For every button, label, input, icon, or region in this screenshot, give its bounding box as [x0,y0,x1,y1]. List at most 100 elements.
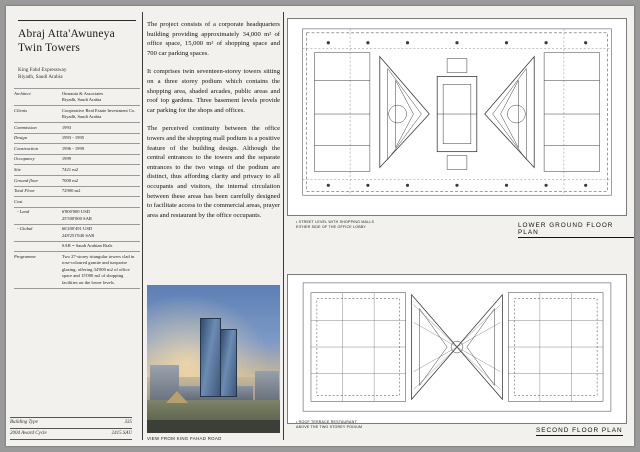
fact-key: Construction [14,143,62,155]
fact-value: 1996 - 1999 [61,143,140,155]
second-plan-note-line-2: ABOVE THE TWO STOREY PODIUM [296,425,363,429]
fact-key: Total Floor [14,185,62,197]
second-plan-note-line-1: • ROOF TERRACE RESTAURANT [296,420,357,424]
lower-ground-floor-plan-title: LOWER GROUND FLOOR PLAN [518,222,634,238]
photo-tower-two [220,329,238,398]
photo-building-right [254,370,279,401]
fact-value-line: Two 27-storey triangular towers clad in … [61,253,135,285]
project-title-line1: Abraj Atta'Awuneya [18,28,115,40]
fact-value-line: 72900 m2 [61,188,81,194]
photo-road [147,419,280,433]
fact-value-line: Cooperative Real Estate Investment Co. [61,107,136,113]
fact-key: Programme [14,251,62,289]
fact-value-line: Riyadh, Saudi Arabia [61,97,102,102]
second-floor-plan-drawing [287,274,627,424]
building-type-label: Building Type [10,420,38,425]
description-paragraph-3: The perceived continuity between the off… [147,125,280,219]
fact-value-line: Riyadh, Saudi Arabia [61,114,102,119]
fact-value: 7000 m2 [61,174,140,187]
description-column: The project consists of a corporate head… [147,20,280,229]
fact-key: Commission [14,122,62,134]
fact-key: Design [14,132,62,144]
address-line-1: King Fahd Expressway [18,67,67,73]
fact-key: Site [14,164,62,176]
project-title-line2: Twin Towers [18,42,81,54]
photo-tower-one [200,317,222,398]
fact-value: 1993 - 1995 [61,132,140,144]
fact-row: SAR = Saudi Arabian Rials [14,240,140,252]
fact-key: Cost [14,196,62,208]
fact-value: 7421 m2 [61,164,140,176]
fact-key: Architect [14,88,62,106]
second-floor-plan-title: SECOND FLOOR PLAN [536,427,623,436]
fact-value-line: 248'251'840 SAR [61,232,95,238]
footer-row-award-cycle: 2004 Award Cycle 2415.SAU [10,428,132,440]
fact-value-line: 1993 - 1995 [61,135,85,141]
lower-ground-floor-plan-drawing [287,18,627,216]
fact-value-line: 7000 m2 [61,177,79,183]
plan-column-dots [326,41,588,187]
lower-plan-note-line-2: EITHER SIDE OF THE OFFICE LOBBY [296,225,367,229]
fact-value: 72900 m2 [61,185,140,197]
fact-key: Clients [14,105,62,123]
fact-key [14,240,62,252]
photo-caption: VIEW FROM KING FAHAD ROAD [147,436,222,441]
address-line-2: Riyadh, Saudi Arabia [18,74,63,80]
project-info-column: Abraj Atta'Awuneya Twin Towers King Fahd… [14,12,140,440]
fact-value-line: 6'800'000 USD [61,209,90,215]
lower-ground-floor-plan-note: • STREET LEVEL WITH SHOPPING MALLS EITHE… [296,220,374,230]
footer-row-building-type: Building Type 335 [10,417,132,428]
title-top-rule [18,20,136,21]
title-block: Abraj Atta'Awuneya Twin Towers King Fahd… [14,12,140,81]
building-photograph [147,285,280,433]
fact-value-line: 25'500'000 SAR [61,215,92,221]
photo-pyramid-structure [165,391,188,404]
fact-value-line: 1996 - 1999 [61,145,85,151]
second-floor-plan-svg [302,282,612,412]
description-paragraph-2: It comprises twin seventeen-storey tower… [147,68,280,114]
fact-value: Cooperative Real Estate Investment Co.Ri… [61,105,140,123]
fact-key: - Land [14,206,62,225]
document-page: Abraj Atta'Awuneya Twin Towers King Fahd… [6,6,634,446]
second-floor-plan-note: • ROOF TERRACE RESTAURANT ABOVE THE TWO … [296,420,362,430]
fact-value-line: Omrania & Associates [61,90,104,96]
award-cycle-value: 2415.SAU [111,431,132,436]
page-footer: Building Type 335 2004 Award Cycle 2415.… [10,417,132,440]
page-title: Abraj Atta'Awuneya Twin Towers [18,27,136,55]
description-paragraph-1: The project consists of a corporate head… [147,21,280,57]
fact-value: 1999 [61,153,140,165]
fact-row: Cost [14,196,140,208]
fact-value-line: 1999 [61,156,72,162]
fact-value-line: 66'200'491 USD [61,226,93,232]
fact-value-line: 7421 m2 [61,166,79,172]
lower-plan-note-line-1: • STREET LEVEL WITH SHOPPING MALLS [296,220,375,224]
fact-value: 1993 [61,122,140,134]
fact-key: - Global [14,223,62,242]
project-address: King Fahd Expressway Riyadh, Saudi Arabi… [18,67,136,81]
award-cycle-label: 2004 Award Cycle [10,431,47,436]
fact-value [61,196,140,208]
fact-value: SAR = Saudi Arabian Rials [61,240,140,252]
fact-key: Occupancy [14,153,62,165]
column-divider-left [142,12,143,440]
lower-ground-floor-plan-svg [302,28,612,196]
fact-value-line: 1993 [61,124,72,130]
fact-key: Ground floor [14,174,62,187]
